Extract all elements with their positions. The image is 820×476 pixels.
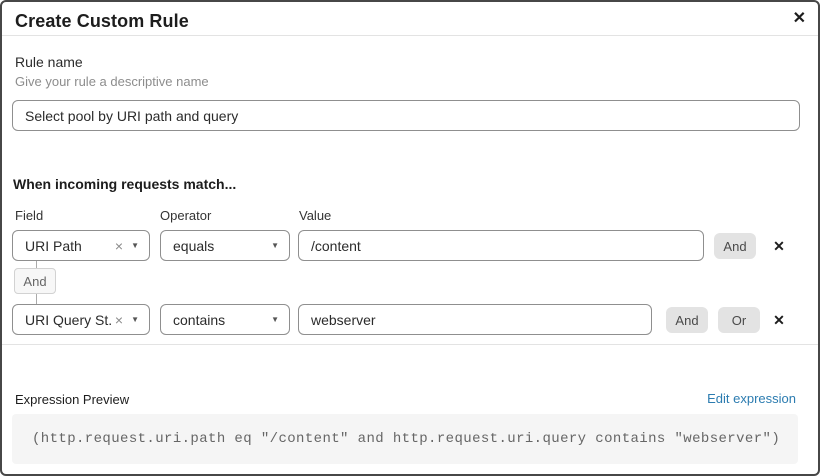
chevron-down-icon: ▼ [271, 240, 279, 250]
section-divider [2, 344, 818, 345]
rule-name-input[interactable] [12, 100, 800, 131]
row2-delete-icon[interactable]: ✕ [766, 307, 792, 333]
row2-or-button[interactable]: Or [718, 307, 760, 333]
row1-field-select[interactable]: URI Path × ▼ [12, 230, 150, 261]
row2-value-input[interactable] [298, 304, 652, 335]
row1-value-input[interactable] [298, 230, 704, 261]
connector-line-bottom [36, 294, 37, 304]
row2-operator-select[interactable]: contains ▼ [160, 304, 290, 335]
rule-name-label: Rule name [15, 54, 83, 70]
expression-code: (http.request.uri.path eq "/content" and… [32, 431, 781, 447]
clear-icon[interactable]: × [114, 311, 124, 328]
connector-and-badge: And [14, 268, 56, 294]
row1-and-button[interactable]: And [714, 233, 756, 259]
row1-operator-value: equals [173, 237, 215, 254]
row1-delete-icon[interactable]: ✕ [766, 233, 792, 259]
close-icon[interactable]: ✕ [793, 8, 806, 30]
clear-icon[interactable]: × [114, 237, 124, 254]
match-heading: When incoming requests match... [13, 176, 237, 192]
chevron-down-icon: ▼ [271, 314, 279, 324]
value-column-label: Value [299, 208, 332, 223]
row2-and-button[interactable]: And [666, 307, 708, 333]
chevron-down-icon: ▼ [131, 314, 139, 324]
modal-title: Create Custom Rule [15, 11, 189, 31]
expression-preview-label: Expression Preview [15, 392, 130, 407]
row1-field-value: URI Path [25, 237, 82, 254]
row2-operator-value: contains [173, 311, 226, 328]
chevron-down-icon: ▼ [131, 240, 139, 250]
edit-expression-link[interactable]: Edit expression [707, 391, 796, 406]
row1-operator-select[interactable]: equals ▼ [160, 230, 290, 261]
expression-preview-box: (http.request.uri.path eq "/content" and… [12, 414, 798, 464]
row2-field-select[interactable]: URI Query St... × ▼ [12, 304, 150, 335]
row2-field-value: URI Query St... [25, 311, 111, 328]
connector-line-top [36, 261, 37, 269]
rule-name-helper-text: Give your rule a descriptive name [15, 74, 209, 89]
field-column-label: Field [15, 208, 44, 223]
header-divider [2, 35, 818, 36]
operator-column-label: Operator [160, 208, 212, 223]
